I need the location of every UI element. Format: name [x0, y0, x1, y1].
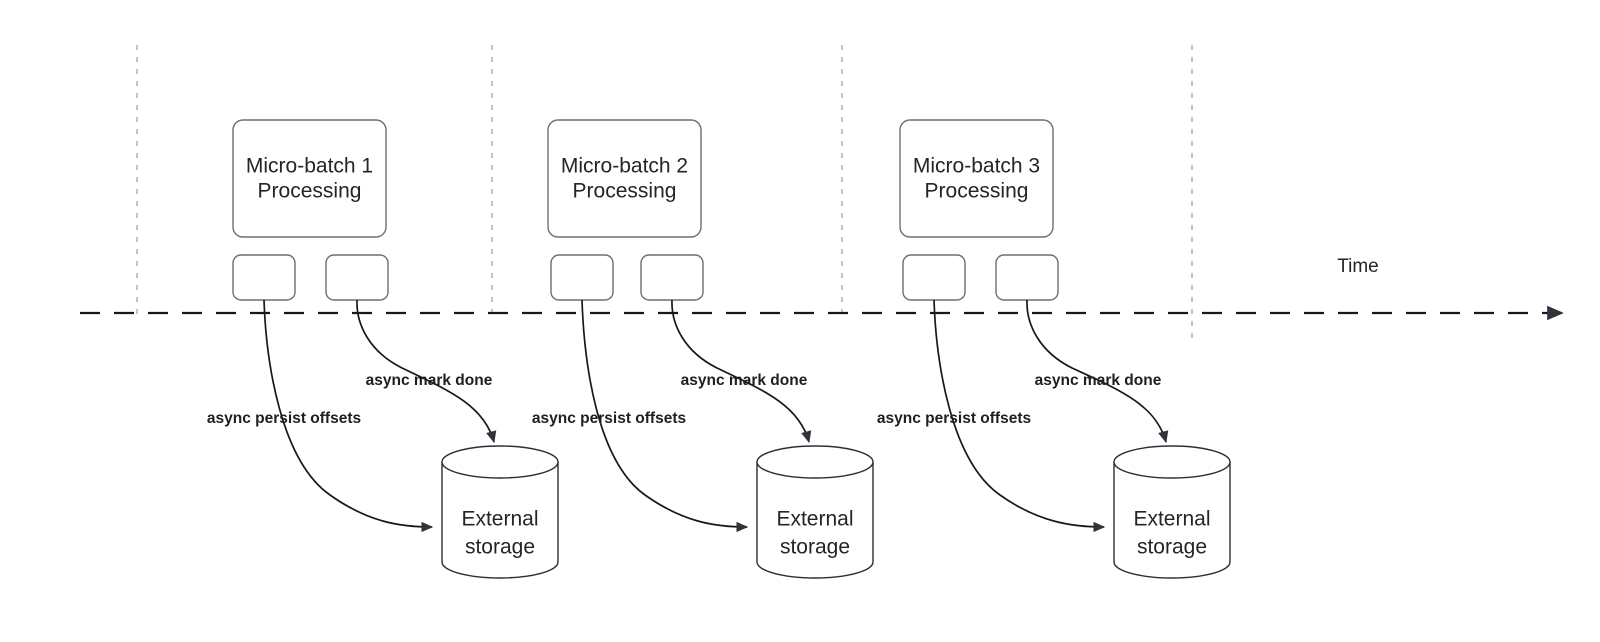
timeline-axis-group: Time: [80, 256, 1564, 321]
mark-done-label-1: async mark done: [366, 372, 493, 389]
lifelines-group: [136, 45, 1193, 338]
persist-offsets-curve-3: [933, 299, 1106, 533]
external-storage-3-label-line2: storage: [1137, 536, 1207, 559]
group-1: Micro-batch 1 Processing async persist o…: [207, 119, 559, 579]
micro-batch-3-node[interactable]: Micro-batch 3 Processing: [899, 119, 1054, 238]
micro-batch-1-label-line2: Processing: [258, 180, 362, 203]
external-storage-3-top: [1113, 445, 1231, 479]
persist-offsets-label-2: async persist offsets: [532, 410, 686, 427]
external-storage-2-node[interactable]: External storage: [756, 445, 874, 579]
micro-batch-1-node[interactable]: Micro-batch 1 Processing: [232, 119, 387, 238]
external-storage-2-body[interactable]: [756, 462, 874, 579]
task-box-2a[interactable]: [550, 254, 614, 301]
micro-batch-2-node[interactable]: Micro-batch 2 Processing: [547, 119, 702, 238]
persist-offsets-label-3: async persist offsets: [877, 410, 1031, 427]
mark-done-curve-2: [671, 299, 812, 444]
mark-done-curve-1: [356, 299, 497, 444]
task-box-2b[interactable]: [640, 254, 704, 301]
external-storage-1-top: [441, 445, 559, 479]
time-axis-label: Time: [1337, 256, 1379, 277]
micro-batch-2-label-line2: Processing: [573, 180, 677, 203]
external-storage-3-node[interactable]: External storage: [1113, 445, 1231, 579]
micro-batch-3-label-line2: Processing: [925, 180, 1029, 203]
external-storage-3-label-line1: External: [1133, 508, 1210, 531]
persist-offsets-curve-1: [263, 299, 434, 533]
task-box-1b[interactable]: [325, 254, 389, 301]
external-storage-3-body[interactable]: [1113, 462, 1231, 579]
mark-done-label-2: async mark done: [681, 372, 808, 389]
micro-batch-2-box[interactable]: [547, 119, 702, 238]
micro-batch-3-box[interactable]: [899, 119, 1054, 238]
external-storage-2-label-line2: storage: [780, 536, 850, 559]
micro-batch-2-label-line1: Micro-batch 2: [561, 155, 688, 178]
persist-offsets-label-1: async persist offsets: [207, 410, 361, 427]
micro-batch-1-label-line1: Micro-batch 1: [246, 155, 373, 178]
task-box-1a[interactable]: [232, 254, 296, 301]
external-storage-2-label-line1: External: [776, 508, 853, 531]
external-storage-2-top: [756, 445, 874, 479]
external-storage-1-body[interactable]: [441, 462, 559, 579]
external-storage-1-label-line2: storage: [465, 536, 535, 559]
micro-batch-3-label-line1: Micro-batch 3: [913, 155, 1040, 178]
external-storage-1-label-line1: External: [461, 508, 538, 531]
group-3: Micro-batch 3 Processing async persist o…: [877, 119, 1231, 579]
micro-batch-1-box[interactable]: [232, 119, 387, 238]
mark-done-label-3: async mark done: [1035, 372, 1162, 389]
mark-done-curve-3: [1026, 299, 1169, 444]
task-box-3a[interactable]: [902, 254, 966, 301]
task-box-3b[interactable]: [995, 254, 1059, 301]
group-2: Micro-batch 2 Processing async persist o…: [532, 119, 874, 579]
external-storage-1-node[interactable]: External storage: [441, 445, 559, 579]
persist-offsets-curve-2: [581, 299, 749, 533]
